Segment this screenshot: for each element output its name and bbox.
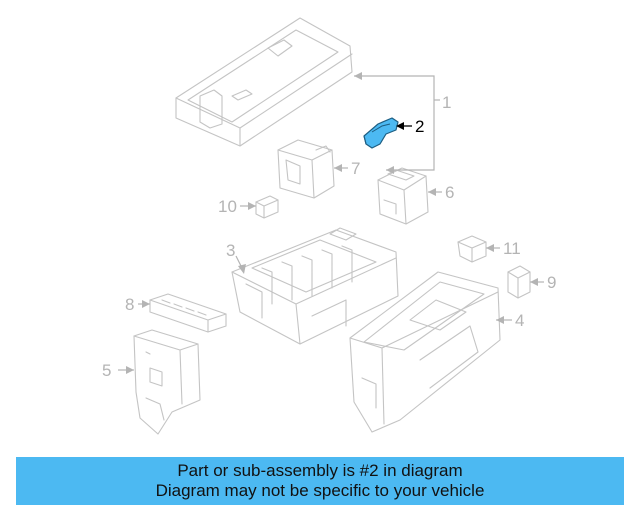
- callout-11: 11: [503, 239, 521, 258]
- parts-diagram: 1 2 7 6 10 11 3 9 8 4 5: [102, 17, 556, 435]
- part-6-relay: [377, 167, 429, 225]
- callout-5: 5: [102, 361, 111, 380]
- part-2-bracket: [363, 117, 399, 149]
- leader-1-arrow: [354, 72, 362, 80]
- part-9-fuse: [507, 265, 531, 299]
- banner-line-2: Diagram may not be specific to your vehi…: [155, 481, 485, 500]
- banner-line-1: Part or sub-assembly is #2 in diagram: [177, 461, 463, 480]
- callout-3: 3: [226, 241, 235, 260]
- part-3-box: [231, 227, 399, 345]
- callout-6: 6: [445, 183, 454, 202]
- part-4-housing: [349, 271, 501, 433]
- callout-10: 10: [218, 197, 237, 216]
- info-banner: Part or sub-assembly is #2 in diagram Di…: [16, 457, 624, 505]
- leader-1b-arrow: [386, 166, 394, 174]
- part-8-terminal-strip: [149, 293, 227, 333]
- part-11-fuse: [457, 235, 487, 263]
- callout-7: 7: [351, 159, 360, 178]
- leader-1: [354, 75, 435, 171]
- callout-9: 9: [547, 273, 556, 292]
- callout-1: 1: [442, 93, 451, 112]
- leader-lines: [118, 72, 544, 374]
- callout-2: 2: [415, 117, 424, 136]
- callout-8: 8: [125, 295, 134, 314]
- part-1-cover: [175, 17, 353, 147]
- part-5-plate: [133, 329, 201, 435]
- part-10-fuse: [255, 195, 279, 219]
- leader-2-arrow: [396, 122, 404, 130]
- part-7-relay: [277, 139, 335, 199]
- callout-4: 4: [515, 311, 524, 330]
